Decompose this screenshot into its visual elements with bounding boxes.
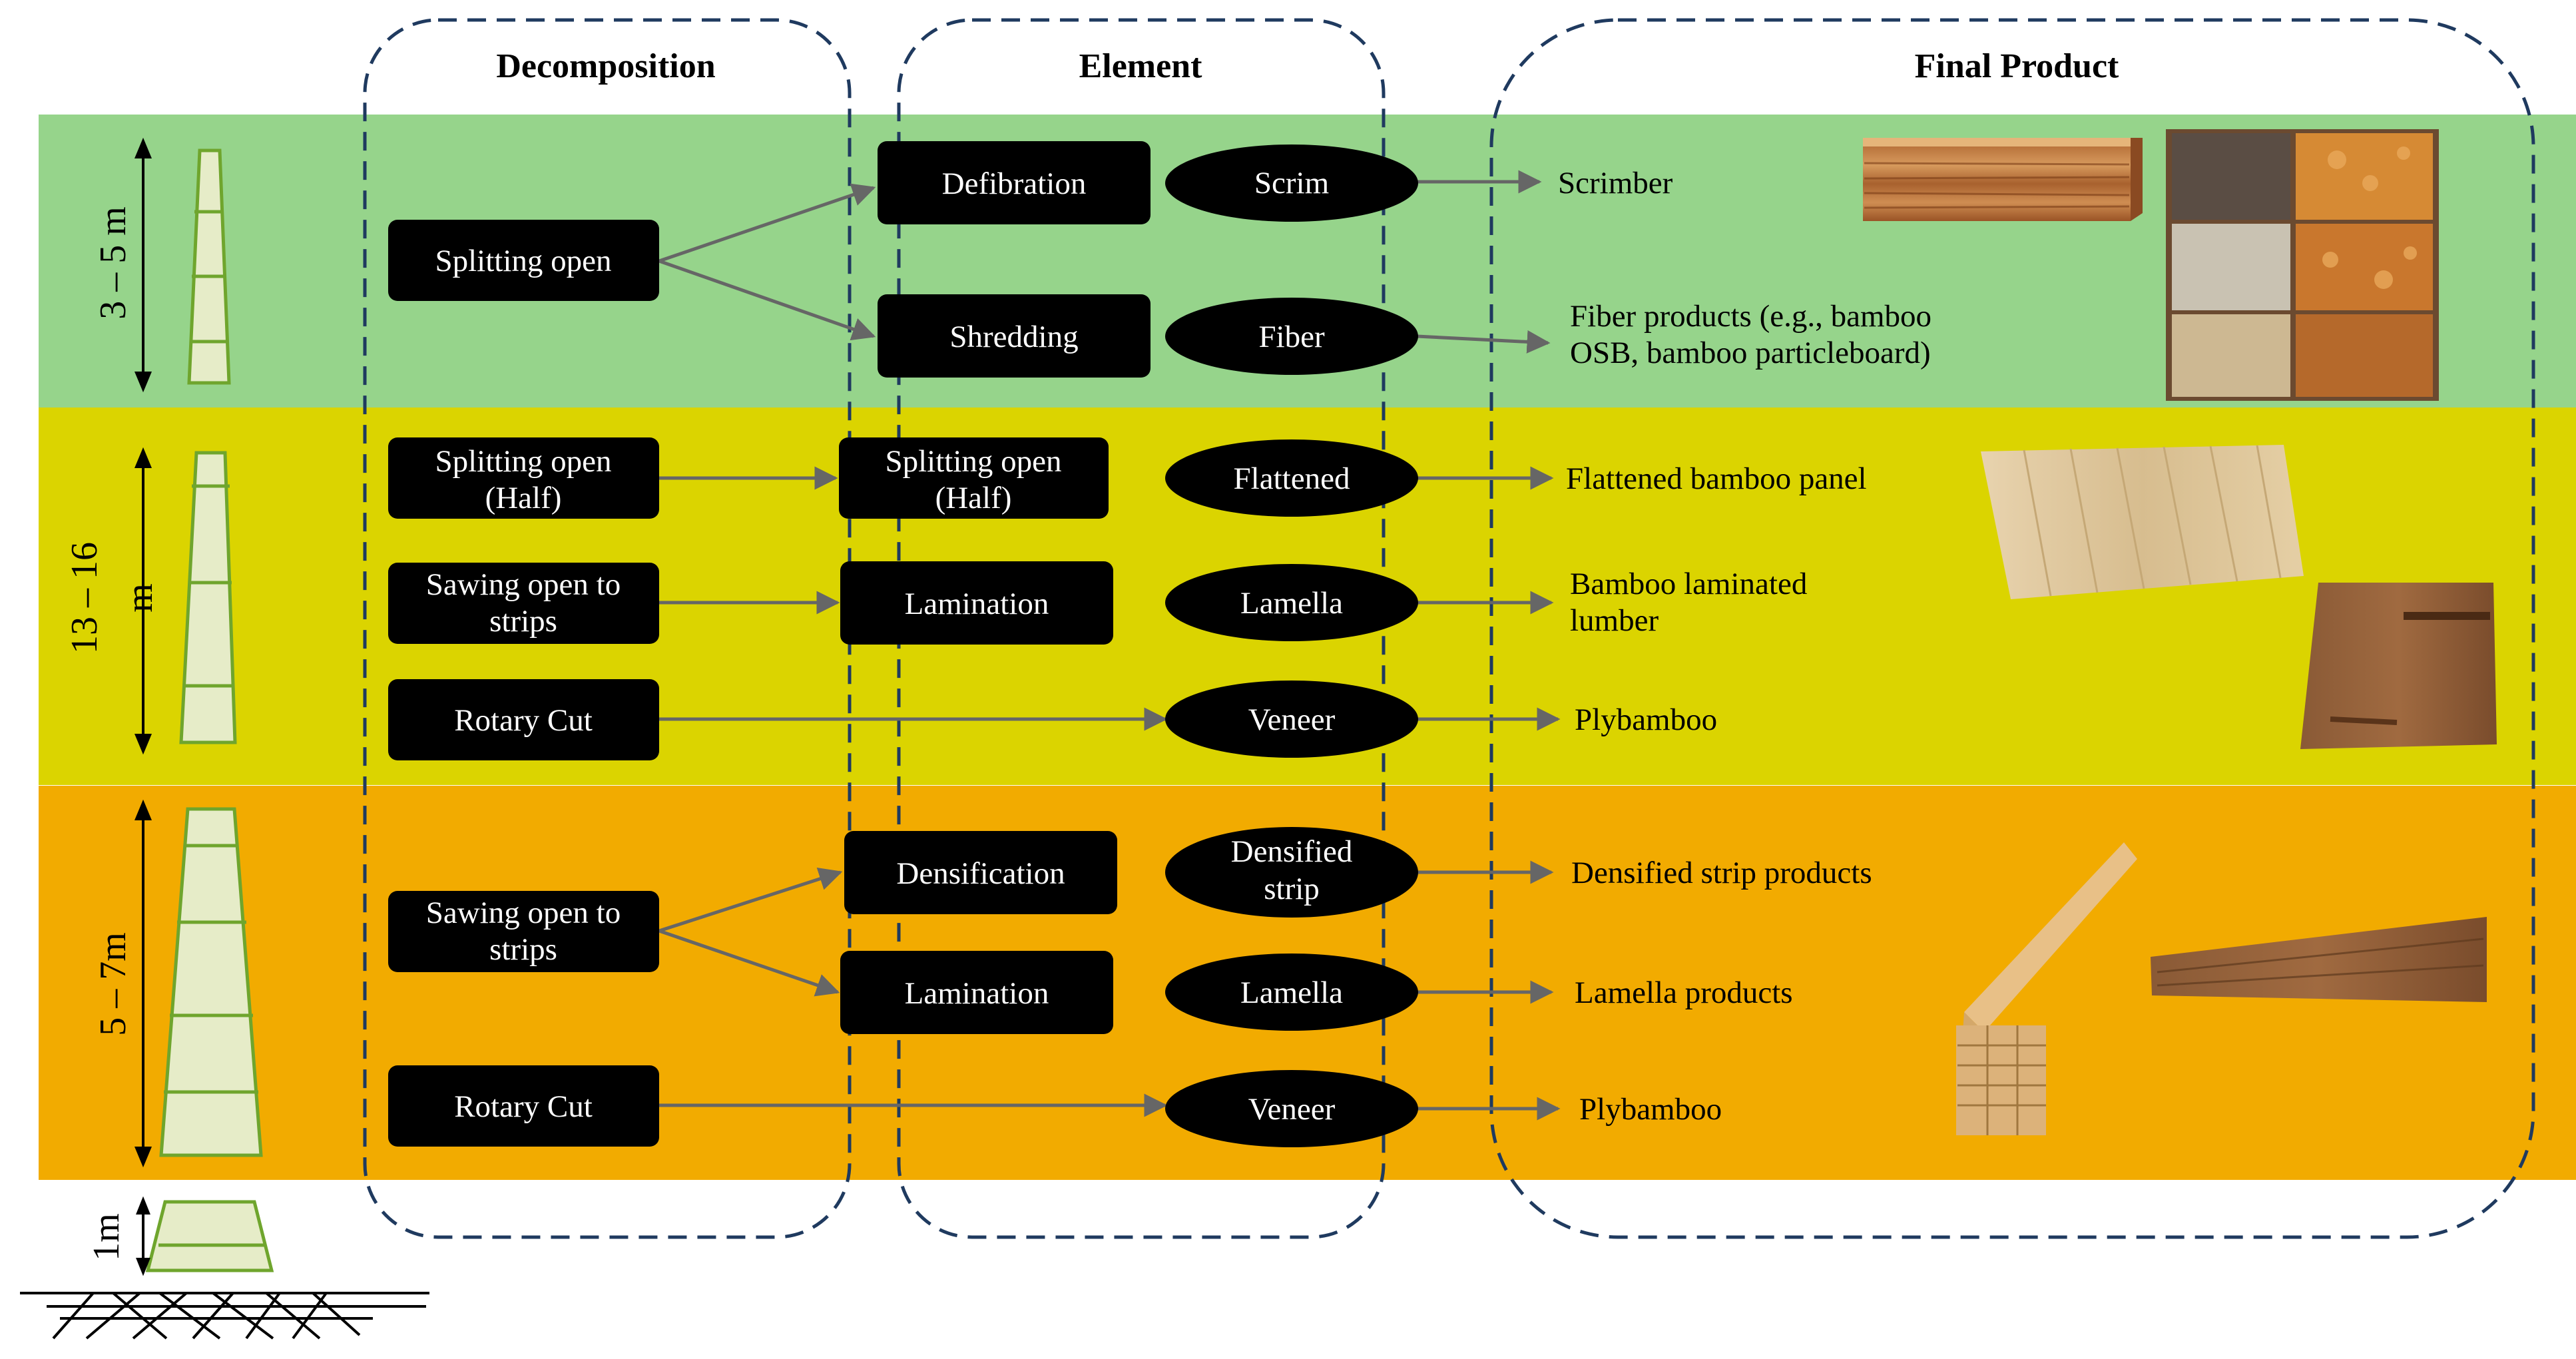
- svg-text:Splitting open: Splitting open: [885, 444, 1061, 479]
- ground-roots-icon: [20, 1292, 429, 1340]
- element-veneer-middle: Veneer: [1165, 680, 1418, 758]
- bamboo-culm-icon: [145, 148, 274, 1272]
- svg-text:strips: strips: [489, 932, 557, 967]
- product-laminated-lumber-line-2: lumber: [1570, 603, 1659, 638]
- process-lamination-middle: Lamination: [840, 561, 1113, 645]
- svg-text:Shredding: Shredding: [949, 320, 1078, 354]
- densified-strips-photo: [1956, 842, 2137, 1135]
- length-label-middle-line-1: 13 – 16: [64, 542, 105, 654]
- arrows: [658, 170, 1561, 1121]
- product-laminated-lumber-line-1: Bamboo laminated: [1570, 567, 1807, 601]
- svg-text:Lamella: Lamella: [1240, 586, 1343, 621]
- product-lamella: Lamella products: [1575, 975, 1793, 1010]
- svg-text:Densified: Densified: [1231, 834, 1353, 869]
- length-label-middle-line-2: m: [119, 583, 160, 613]
- svg-text:Scrim: Scrim: [1254, 166, 1329, 200]
- svg-text:Veneer: Veneer: [1248, 1092, 1336, 1127]
- svg-text:Rotary Cut: Rotary Cut: [454, 1089, 593, 1124]
- length-label-top: 3 – 5 m: [93, 206, 134, 320]
- svg-text:Lamination: Lamination: [905, 587, 1049, 621]
- element-scrim: Scrim: [1165, 144, 1418, 222]
- laminated-lumber-photo: [2300, 583, 2497, 749]
- process-splitting-open-half: Splitting open (Half): [839, 437, 1109, 519]
- svg-text:Lamella: Lamella: [1240, 975, 1343, 1010]
- final-product-column-outline: [1489, 18, 2535, 1239]
- element-densified-strip: Densified strip: [1165, 827, 1418, 918]
- svg-text:Densification: Densification: [896, 856, 1065, 891]
- svg-text:Veneer: Veneer: [1248, 702, 1336, 737]
- element-lamella-middle: Lamella: [1165, 564, 1418, 641]
- element-veneer-bottom: Veneer: [1165, 1070, 1418, 1147]
- decomposition-sawing-open-strips-bottom: Sawing open to strips: [388, 891, 659, 972]
- header-decomposition: Decomposition: [496, 47, 715, 85]
- product-scrimber: Scrimber: [1558, 166, 1673, 200]
- process-shredding: Shredding: [878, 294, 1151, 378]
- length-label-bottom: 5 – 7m: [93, 932, 134, 1036]
- svg-text:strips: strips: [489, 604, 557, 639]
- fiber-products-photo: [2166, 129, 2439, 401]
- element-flattened: Flattened: [1165, 439, 1418, 517]
- product-fiber-line-1: Fiber products (e.g., bamboo: [1570, 299, 1932, 334]
- svg-text:(Half): (Half): [935, 481, 1012, 515]
- lamella-plank-photo: [2151, 917, 2487, 1002]
- header-element: Element: [1079, 47, 1203, 85]
- product-densified-strip: Densified strip products: [1571, 856, 1872, 890]
- product-fiber-line-2: OSB, bamboo particleboard): [1570, 336, 1931, 370]
- decomposition-rotary-cut-bottom: Rotary Cut: [388, 1065, 659, 1147]
- svg-text:(Half): (Half): [485, 481, 562, 515]
- product-flattened-panel: Flattened bamboo panel: [1566, 461, 1867, 496]
- svg-text:Sawing open to: Sawing open to: [426, 567, 621, 602]
- element-fiber: Fiber: [1165, 298, 1418, 375]
- product-plybamboo-bottom: Plybamboo: [1579, 1092, 1722, 1127]
- process-defibration: Defibration: [878, 141, 1151, 224]
- header-final-product: Final Product: [1915, 47, 2119, 85]
- decomposition-splitting-open-half: Splitting open (Half): [388, 437, 659, 519]
- product-plybamboo-middle: Plybamboo: [1575, 702, 1717, 737]
- length-label-base: 1m: [86, 1213, 127, 1261]
- svg-text:Sawing open to: Sawing open to: [426, 896, 621, 930]
- decomposition-splitting-open: Splitting open: [388, 220, 659, 301]
- decomposition-rotary-cut-middle: Rotary Cut: [388, 679, 659, 760]
- process-densification: Densification: [844, 831, 1117, 914]
- svg-text:Flattened: Flattened: [1234, 461, 1350, 496]
- flattened-panel-photo: [1981, 445, 2304, 599]
- svg-text:Splitting open: Splitting open: [435, 444, 611, 479]
- svg-text:Splitting open: Splitting open: [435, 244, 611, 278]
- svg-text:Lamination: Lamination: [905, 976, 1049, 1011]
- length-markers: [134, 137, 152, 1276]
- element-lamella-bottom: Lamella: [1165, 953, 1418, 1031]
- svg-text:strip: strip: [1264, 872, 1320, 906]
- svg-text:Fiber: Fiber: [1258, 320, 1325, 354]
- process-lamination-bottom: Lamination: [840, 951, 1113, 1034]
- svg-text:Rotary Cut: Rotary Cut: [454, 703, 593, 738]
- svg-text:Defibration: Defibration: [942, 166, 1087, 201]
- decomposition-sawing-open-strips-middle: Sawing open to strips: [388, 563, 659, 644]
- scrimber-photo: [1863, 138, 2143, 221]
